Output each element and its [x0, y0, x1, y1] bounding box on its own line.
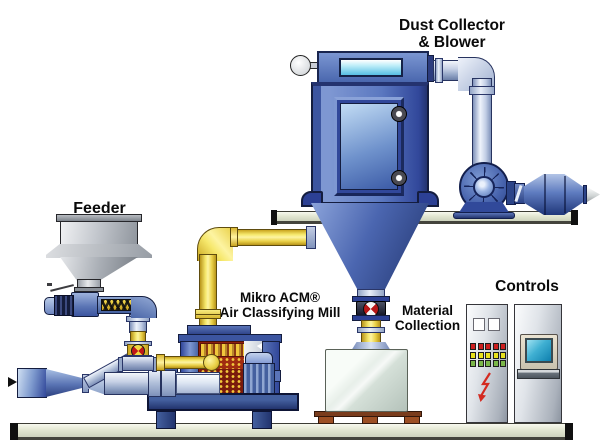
feeder-housing [71, 292, 99, 317]
hopper-cone [60, 257, 138, 281]
screw-auger-cutaway [101, 298, 135, 311]
indicator-light [500, 343, 507, 350]
indicator-light [492, 343, 499, 350]
blower-hub [473, 176, 495, 198]
indicator-light [470, 343, 476, 350]
blower-base [453, 212, 515, 219]
indicator-light [477, 343, 484, 350]
pallet-block-right [404, 416, 420, 424]
duct-ring [230, 227, 238, 247]
screw-tube-elbow [131, 296, 157, 318]
sensor-wire [50, 284, 74, 292]
container-shine [327, 351, 406, 410]
air-pipe-coupling-line [160, 371, 162, 396]
duct-coupling-line [195, 313, 221, 315]
sight-glass [339, 58, 403, 77]
dust-collector-label-line2: & Blower [418, 33, 486, 51]
sensor-tip [47, 283, 52, 286]
door-knob-bottom [391, 170, 407, 186]
material-collection-label: Material Collection [385, 303, 470, 333]
dust-collector-label-line1: Dust Collector [399, 17, 505, 34]
discharge-pipe-ring [357, 327, 385, 333]
indicator-light [485, 360, 492, 368]
flow-arrow-icon [8, 377, 17, 387]
keyboard [517, 369, 560, 379]
material-label-line1: Material [401, 303, 454, 318]
inlet-horn-box [17, 368, 47, 398]
indicator-light [500, 351, 507, 359]
indicator-light [477, 360, 484, 368]
indicator-light [470, 360, 476, 368]
discharge-flare [351, 342, 391, 351]
material-label-line2: Collection [394, 317, 461, 333]
indicator-light [470, 351, 476, 359]
panel-button-2 [488, 318, 500, 331]
shelf-left-cap [271, 210, 277, 225]
pallet-block-center [362, 416, 378, 424]
silencer-tip [587, 187, 600, 202]
hopper-skirt [46, 244, 152, 258]
pallet-block-left [318, 416, 334, 424]
blower-pedestal [458, 202, 510, 214]
monitor-screen [525, 338, 553, 363]
duct-end-flange [306, 226, 316, 249]
feeder-motor-body [54, 295, 74, 316]
collector-cone [311, 203, 429, 291]
floor-right-cap [565, 423, 573, 440]
silencer [524, 174, 586, 215]
inlet-pipe-ring [469, 86, 495, 95]
floor-left-cap [10, 423, 18, 440]
silencer-seam-left [544, 174, 546, 215]
mill-platform [147, 393, 299, 411]
panel-button-1 [473, 318, 485, 331]
shelf-right-cap [571, 210, 578, 225]
indicator-light [500, 360, 507, 368]
indicator-light [477, 351, 484, 359]
mill-inlet-cap [203, 354, 220, 371]
hopper-neck-flange [74, 287, 104, 292]
mill-leg-right [252, 411, 272, 429]
silencer-seam-right [564, 176, 566, 213]
indicator-light-grid [470, 343, 507, 368]
mill-label-line1: Mikro ACM® [240, 290, 320, 305]
shaker-handle-knob [290, 55, 311, 76]
silencer-tip-ring [583, 185, 587, 204]
dust-collector-label: Dust Collector & Blower [372, 17, 532, 51]
mill-leg-left [156, 411, 176, 429]
air-pipe-light-segment [176, 373, 220, 394]
outlet-pipe-ring [435, 58, 443, 83]
controls-label: Controls [495, 278, 559, 295]
mill-label: Mikro ACM® Air Classifying Mill [200, 290, 360, 320]
mill-motor-tab [274, 370, 281, 382]
tee-junction [122, 356, 154, 371]
door-knob-top [391, 106, 407, 122]
indicator-light [492, 351, 499, 359]
mill-label-line2: Air Classifying Mill [219, 304, 341, 320]
mill-inlet-coupling [156, 354, 165, 371]
indicator-light [492, 360, 499, 368]
access-door-panel [340, 103, 398, 190]
air-pipe-coupling [148, 370, 176, 397]
mill-motor-body [243, 363, 275, 396]
inlet-horn-cone [46, 369, 84, 397]
floor [10, 423, 573, 440]
indicator-light [485, 343, 492, 350]
indicator-light [485, 351, 492, 359]
lightning-bolt-icon [478, 372, 491, 402]
feeder-label: Feeder [73, 200, 126, 217]
